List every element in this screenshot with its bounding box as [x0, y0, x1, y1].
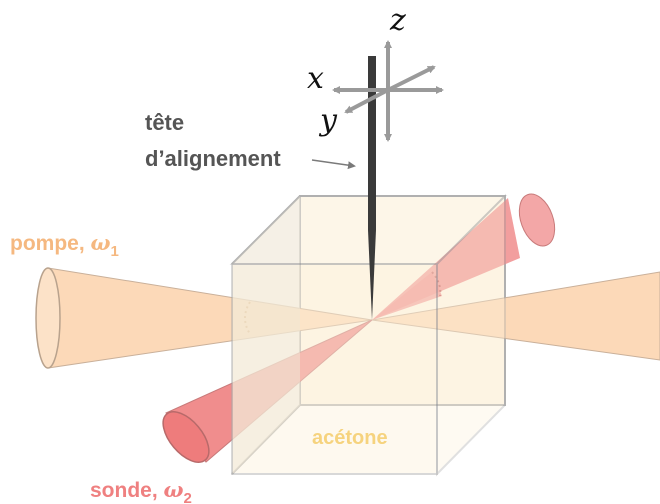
head-pointer-arrow	[311, 159, 356, 170]
probe-label-text: sonde,	[90, 479, 164, 502]
z-axis-label: z	[389, 3, 406, 38]
y-axis-arrow	[387, 65, 436, 92]
probe-beam-exit	[372, 193, 556, 320]
pump-beam	[35, 267, 660, 369]
pump-label-text: pompe,	[10, 232, 91, 255]
head-label-line2: d’alignement	[145, 146, 281, 171]
cube-front	[229, 193, 508, 477]
liquid-label: acétone	[312, 427, 388, 449]
pump-subscript: 1	[111, 243, 119, 260]
probe-label: sonde, ω2	[90, 477, 192, 504]
head-label-line1: tête	[145, 110, 184, 135]
y-axis-label: y	[318, 103, 338, 138]
pump-label: pompe, ω1	[10, 230, 119, 260]
alignment-head	[368, 56, 376, 320]
x-axis-label: x	[307, 61, 324, 96]
probe-subscript: 2	[184, 490, 192, 504]
probe-omega: ω	[164, 477, 184, 502]
pump-omega: ω	[91, 230, 111, 255]
axis-cross	[332, 40, 444, 142]
probe-beam-inner	[372, 271, 442, 320]
